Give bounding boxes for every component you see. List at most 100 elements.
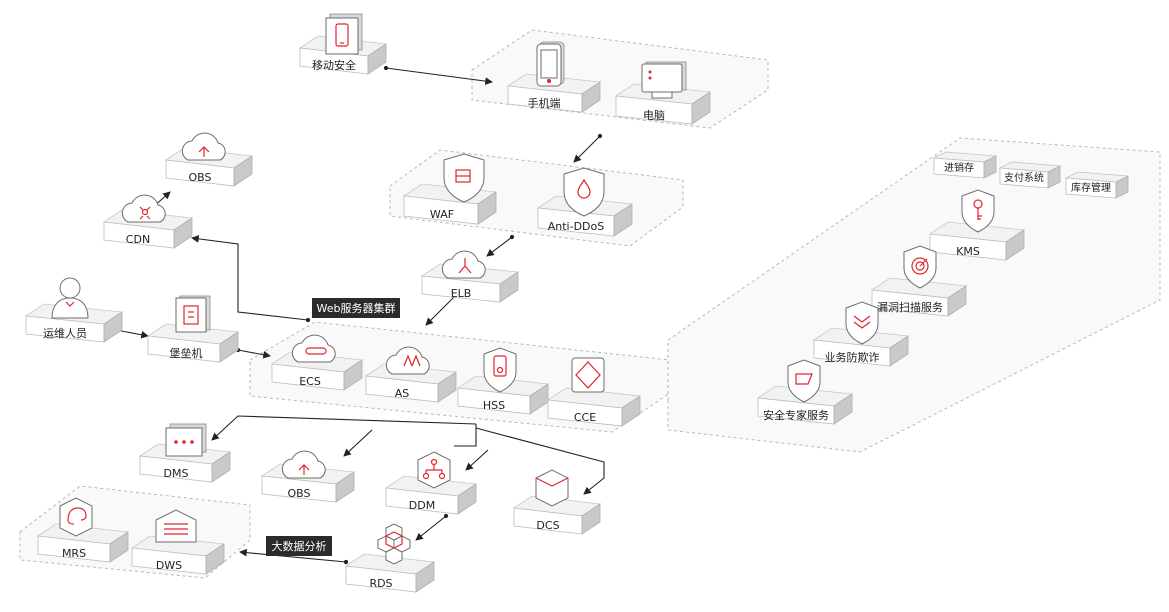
cloud-server-icon [291,334,336,363]
shield-icon [443,153,485,203]
node-label: 漏洞扫描服务 [877,300,943,314]
web-cluster-label-text: Web服务器集群 [317,301,396,315]
conn-waf-elb [486,234,515,257]
node-obs-bottom[interactable]: OBS [260,450,356,503]
node-label: 移动安全 [312,58,356,72]
smartphone-icon [536,41,565,87]
node-dcs[interactable]: DCS [512,469,602,535]
node-security-expert[interactable]: 安全专家服务 [756,359,854,425]
node-ops-staff[interactable]: 运维人员 [24,277,124,343]
node-label: Anti-DDoS [548,220,605,233]
web-cluster-label: Web服务器集群 [312,298,400,318]
conn-ddm-rds [415,513,449,541]
cloud-upload-icon [181,132,226,161]
big-data-label-text: 大数据分析 [272,539,327,553]
message-queue-icon [165,423,207,457]
cube-cache-icon [535,469,569,507]
container-icon [571,357,605,393]
conn-cluster-trunk [454,424,477,447]
conn-devices-waf [573,133,603,163]
cloud-upload-icon [281,450,326,479]
node-obs-top[interactable]: OBS [164,132,254,187]
shield-key-icon [961,189,995,233]
node-label: 手机端 [528,96,561,110]
cloud-scaling-icon [385,346,430,375]
node-anti-ddos[interactable]: Anti-DDoS [536,167,634,237]
node-label: 电脑 [643,109,665,122]
node-label: DCS [536,519,559,532]
elephant-icon [59,497,93,537]
node-bastion[interactable]: 堡垒机 [146,295,240,363]
node-waf[interactable]: WAF [402,153,498,225]
node-label: ECS [299,375,321,388]
node-label: AS [395,387,410,400]
tag-payment[interactable]: 支付系统 [998,161,1062,189]
tag-label: 支付系统 [1004,171,1044,184]
conn-to-dms [211,415,477,441]
shield-drop-icon [563,167,605,217]
conn-bastion-ecs [235,347,271,359]
node-label: DMS [164,467,189,480]
shield-chevron-icon [845,301,879,345]
node-label: 业务防欺诈 [825,350,880,364]
host-security-icon [483,347,517,393]
node-label: ELB [451,287,472,300]
conn-mobile-devices [383,65,493,85]
node-as[interactable]: AS [364,346,458,403]
document-server-icon [175,295,211,333]
node-label: KMS [956,245,980,258]
node-label: DDM [409,499,435,512]
shield-expert-icon [787,359,821,403]
node-label: WAF [430,208,454,221]
warehouse-icon [155,509,197,543]
conn-to-dcs [475,427,605,495]
node-phone[interactable]: 手机端 [506,41,602,113]
node-dms[interactable]: DMS [138,423,232,483]
conn-elb-cluster [425,292,459,326]
database-tree-icon [417,451,451,489]
node-ecs[interactable]: ECS [270,334,364,391]
cloud-balancer-icon [441,250,486,279]
node-elb[interactable]: ELB [420,250,520,303]
node-anti-fraud[interactable]: 业务防欺诈 [812,301,910,367]
conn-to-ddm [465,449,489,471]
node-label: CCE [574,411,596,424]
node-label: 安全专家服务 [763,408,829,422]
node-ddm[interactable]: DDM [384,451,478,515]
node-label: MRS [62,547,86,560]
big-data-label: 大数据分析 [266,536,332,556]
monitor-icon [641,61,687,99]
cloud-network-icon [121,194,166,223]
node-mrs[interactable]: MRS [36,497,130,563]
node-label: OBS [288,487,311,500]
conn-cluster-cdn [191,235,311,323]
node-kms[interactable]: KMS [928,189,1026,261]
node-vuln-scan[interactable]: 漏洞扫描服务 [870,245,968,317]
conn-to-obs [343,429,373,457]
radar-shield-icon [903,245,937,289]
node-label: 堡垒机 [170,346,203,360]
node-mobile-security[interactable]: 移动安全 [298,13,388,75]
tablet-icon [325,13,363,55]
node-label: CDN [126,233,150,246]
node-label: RDS [369,577,392,590]
node-label: OBS [189,171,212,184]
node-hss[interactable]: HSS [456,347,550,415]
node-label: 运维人员 [43,327,87,340]
node-dws[interactable]: DWS [130,509,226,575]
hexagon-cluster-icon [377,523,411,565]
node-cce[interactable]: CCE [546,357,642,427]
node-rds[interactable]: RDS [344,523,436,593]
node-label: HSS [483,399,505,412]
conn-rds-bigdata [239,548,349,565]
tag-inventory[interactable]: 库存管理 [1064,171,1130,199]
node-pc[interactable]: 电脑 [614,61,712,125]
node-cdn[interactable]: CDN [102,194,194,249]
person-icon [51,277,89,319]
conn-ops-bastion [113,327,149,339]
tag-invoicing[interactable]: 进销存 [932,151,998,179]
tag-label: 进销存 [944,161,974,174]
node-label: DWS [156,559,182,572]
tag-label: 库存管理 [1071,181,1111,194]
